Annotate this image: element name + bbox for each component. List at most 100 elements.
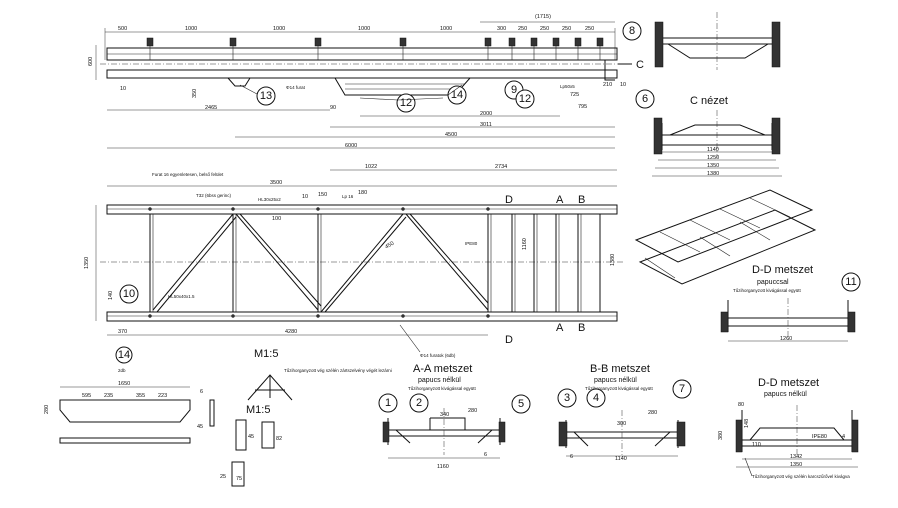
dim-b-795: 795 [578,104,587,110]
svg-text:6: 6 [642,93,648,105]
main-dim-100: 100 [272,216,281,222]
c-dim-1140: 1140 [707,147,719,153]
dim-b-350: 350 [192,89,198,98]
svg-text:12: 12 [400,97,412,109]
balloon-14: 14 [447,85,467,105]
marker-d-bot: D [505,334,513,346]
marker-d-top: D [505,194,513,206]
svg-text:3: 3 [564,392,570,404]
main-dim-180: 180 [358,190,367,196]
dim-b-3011: 3011 [480,122,492,128]
main-dim-10: 10 [302,194,308,200]
note-ipe80: IPE80 [465,241,478,246]
dd2-ipe80: IPE80 [812,434,827,440]
bb-title: B-B metszet [590,363,650,375]
main-side-1160: 1160 [522,238,528,250]
dd1-title: D-D metszet [752,264,813,276]
dim-top-8: 250 [540,26,549,32]
svg-text:9: 9 [511,84,517,96]
dd1-subtitle: papuccsal [757,279,789,286]
svg-text:2: 2 [416,397,422,409]
detail14-dim-1650: 1650 [118,381,130,387]
marker-b-bot: B [578,322,585,334]
dd2-dim-4: 4 [842,434,845,440]
dim-top-2: 1000 [185,26,197,32]
detail14-dim-235: 235 [104,393,113,399]
dd2-dim-380: 380 [718,431,724,440]
svg-text:7: 7 [679,383,685,395]
svg-text:1: 1 [385,397,391,409]
dim-left-height: 600 [88,57,94,66]
main-dim-150: 150 [318,192,327,198]
aa-dim-1160: 1160 [437,464,449,470]
m1-dim-75: 75 [236,476,242,482]
detail14-dim-6: 6 [200,389,203,395]
dim-top-10: 250 [585,26,594,32]
dd1-note: Tűzihorganyzott kivágással együtt [733,288,802,293]
dim-overall-top: (1715) [535,14,551,20]
balloon-10: 10 [119,284,139,304]
svg-text:13: 13 [260,90,272,102]
dd2-dim-1342: 1342 [790,454,802,460]
bb-dim-1140: 1140 [615,456,627,462]
aa-note: Tűzihorganyzott kivágással együtt [408,386,477,391]
dim-top-4: 1000 [358,26,370,32]
dim-top-3: 1000 [273,26,285,32]
balloon-1: 1 [378,393,398,413]
dim-b-90: 90 [330,105,336,111]
main-dim-1022: 1022 [365,164,377,170]
dim-top-5: 1000 [440,26,452,32]
svg-text:11: 11 [845,276,856,288]
detail14-dim-595: 595 [82,393,91,399]
section-mark-c: C [636,59,644,71]
detail14-dim-45: 45 [197,424,203,430]
note-furat: Φ14 furat [286,85,306,90]
m1-dim-25: 25 [220,474,226,480]
m1-dim-82: 82 [276,436,282,442]
m1-note: Tűzihorganyzott vég szélén zártszelvény … [284,368,392,373]
balloon-12a: 12 [396,93,416,113]
svg-text:5: 5 [518,398,524,410]
main-side-450: 450 [384,241,395,251]
dim-top-9: 250 [562,26,571,32]
note-hl30: HL30x25x2 [258,197,281,202]
dim-b-10a: 10 [120,86,126,92]
svg-text:8: 8 [629,25,635,37]
svg-text:14: 14 [118,349,130,361]
balloon-14-detail: 14 [115,346,133,364]
detail-14: 2db 1650 595 235 355 223 280 6 45 [44,368,215,444]
dd-section-2: D-D metszet papucs nélkül 1342 1350 380 … [718,377,859,479]
bb-dim-280: 280 [648,410,657,416]
c-view: C nézet 1140 1250 1350 1380 [652,12,782,177]
aa-subtitle: papucs nélkül [418,377,461,384]
marker-a-top: A [556,194,564,206]
dd2-dim-80: 80 [738,402,744,408]
dim-b-725: 725 [570,92,579,98]
main-dim-2734: 2734 [495,164,507,170]
dim-b-2000: 2000 [480,111,492,117]
dim-top-7: 250 [518,26,527,32]
dd1-dim: 1260 [780,336,792,342]
main-dim-4280: 4280 [285,329,297,335]
dim-top-6: 300 [497,26,506,32]
balloon-13: 13 [256,86,276,106]
isometric-view [634,189,817,285]
main-side-1380: 1380 [610,254,616,266]
aa-section: A-A metszet papucs nélkül Tűzihorganyzot… [382,363,506,470]
bb-section: B-B metszet papucs nélkül Tűzihorganyzot… [558,363,686,462]
balloon-3: 3 [557,388,577,408]
balloon-2: 2 [409,393,429,413]
detail14-qty: 2db [118,368,126,373]
marker-a-bot: A [556,322,564,334]
detail14-dim-280: 280 [44,405,50,414]
balloon-6: 6 [635,89,655,109]
svg-text:14: 14 [451,89,463,101]
bb-dim-6: 6 [570,454,573,460]
c-dim-1250: 1250 [707,155,719,161]
note-furat16: Furat 16 egyenletesen, belső felület [152,172,224,177]
main-view: 1350 3500 1022 2734 180 150 10 100 Furat… [84,164,625,358]
balloons: 1 2 3 4 5 6 7 8 9 10 11 12 12 14 13 14 [115,21,861,414]
top-view: 500 1000 1000 1000 1000 300 250 250 250 … [88,14,644,149]
marker-b-top: B [578,194,585,206]
